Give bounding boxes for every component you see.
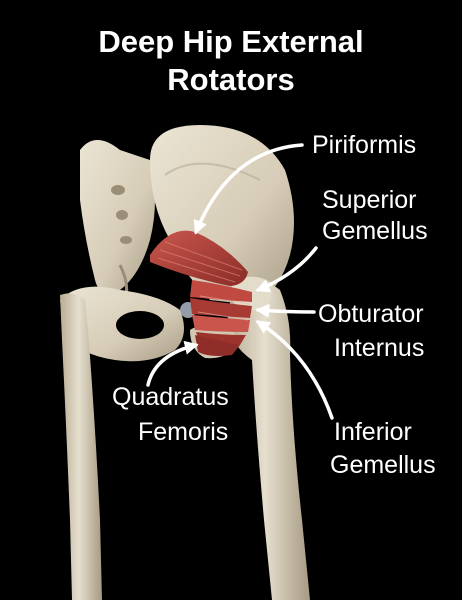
arrow-superior-gemellus (255, 246, 318, 293)
ischium (60, 286, 184, 362)
label-quadratus-femoris-line-1: Quadratus (112, 383, 229, 411)
quadratus-femoris-muscle (195, 335, 240, 356)
arrow-obturator-internus (255, 303, 316, 318)
sacrum (80, 140, 155, 301)
title-line-2: Rotators (167, 62, 295, 97)
label-superior-gemellus-line-1: Superior (322, 186, 417, 214)
arrow-piriformis (193, 143, 304, 235)
arrow-inferior-gemellus (255, 320, 334, 420)
label-obturator-internus-line-1: Obturator (318, 300, 424, 328)
label-obturator-internus-line-2: Internus (334, 334, 425, 362)
label-inferior-gemellus-line-2: Gemellus (330, 451, 436, 479)
label-quadratus-femoris-line-2: Femoris (138, 418, 229, 446)
piriformis-muscle (150, 230, 248, 286)
left-femur (60, 293, 102, 600)
title-line-1: Deep Hip External (98, 24, 364, 59)
arrow-quadratus-femoris (146, 340, 199, 387)
label-superior-gemellus-line-2: Gemellus (322, 217, 428, 245)
label-inferior-gemellus-line-1: Inferior (334, 418, 412, 446)
label-piriformis: Piriformis (312, 131, 417, 159)
pointer-arrows (146, 143, 334, 420)
